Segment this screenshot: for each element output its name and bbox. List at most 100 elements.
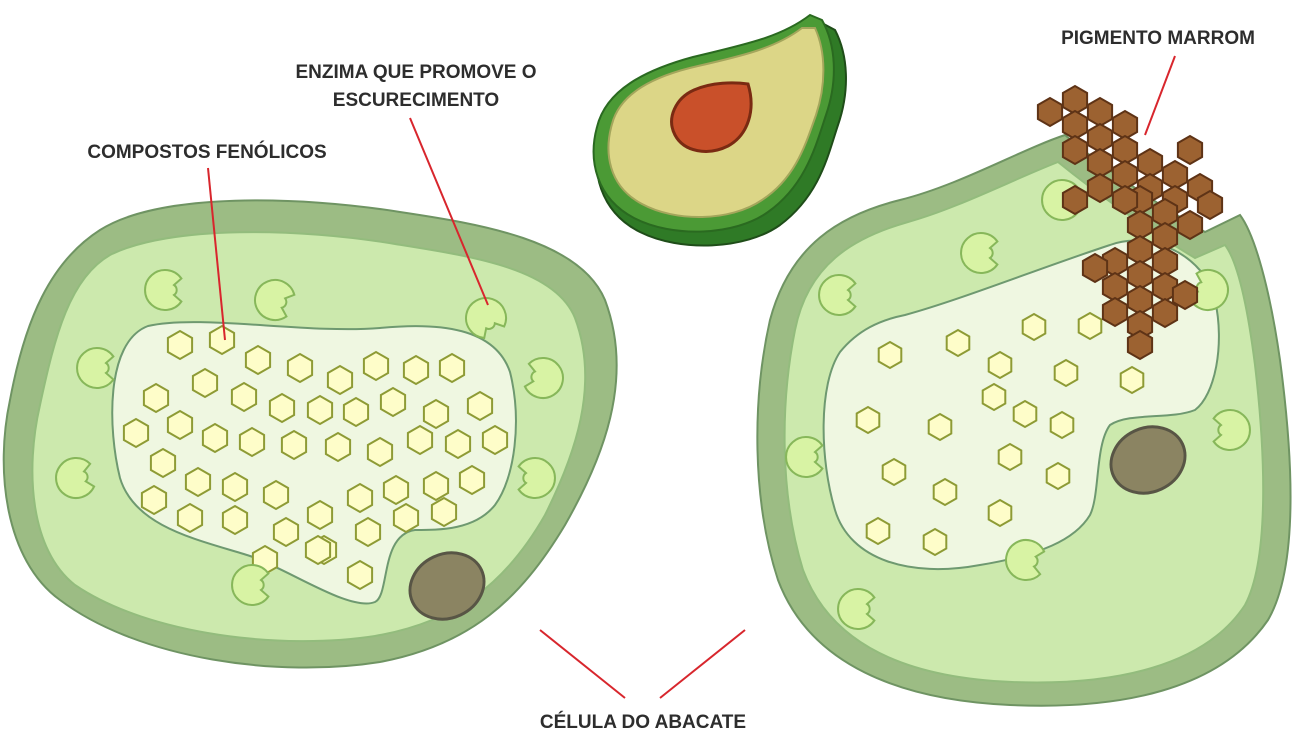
pigment-hexagon (1088, 149, 1112, 177)
phenolic-compound-icon (168, 331, 192, 359)
phenolic-compound-icon (368, 438, 392, 466)
phenolic-compound-icon (124, 419, 148, 447)
phenolic-compound-icon (989, 500, 1012, 526)
pigment-hexagon (1153, 248, 1177, 276)
phenolic-compound-icon (384, 476, 408, 504)
phenolic-compound-icon (924, 529, 947, 555)
phenolic-compound-icon (989, 352, 1012, 378)
phenolic-compound-icon (483, 426, 507, 454)
phenolic-compound-icon (210, 326, 234, 354)
pigment-hexagon (1063, 86, 1087, 114)
label-enzyme-line2: ESCURECIMENTO (333, 90, 499, 111)
pigment-hexagon (1088, 98, 1112, 126)
enzyme-icon (819, 275, 855, 315)
phenolic-compound-icon (246, 346, 270, 374)
enzyme-icon (1214, 410, 1250, 450)
phenolic-compound-icon (857, 407, 880, 433)
phenolic-compound-icon (1023, 314, 1046, 340)
phenolic-compound-icon (348, 561, 372, 589)
phenolic-compound-icon (364, 352, 388, 380)
pigment-hexagon (1063, 111, 1087, 139)
leader-pigment (1145, 56, 1175, 135)
enzyme-icon (232, 565, 268, 605)
phenolic-compound-icon (344, 398, 368, 426)
phenolic-compound-icon (1055, 360, 1078, 386)
pigment-hexagon (1063, 136, 1087, 164)
phenolic-compound-icon (424, 400, 448, 428)
phenolic-compound-icon (274, 518, 298, 546)
phenolic-compound-icon (186, 468, 210, 496)
phenolic-compound-icon (306, 536, 330, 564)
phenolic-compound-icon (203, 424, 227, 452)
phenolic-compound-icon (151, 449, 175, 477)
phenolic-compound-icon (929, 414, 952, 440)
phenolic-compound-icon (348, 484, 372, 512)
pigment-hexagon (1138, 149, 1162, 177)
leader-cell-right (660, 630, 745, 698)
pigment-hexagon (1128, 236, 1152, 264)
phenolic-compound-icon (883, 459, 906, 485)
cell-left (4, 200, 617, 667)
pigment-hexagon (1088, 174, 1112, 202)
avocado-half-icon (594, 15, 846, 246)
phenolic-compound-icon (270, 394, 294, 422)
pigment-hexagon (1113, 186, 1137, 214)
phenolic-compound-icon (867, 518, 890, 544)
phenolic-compound-icon (1079, 313, 1102, 339)
pigment-hexagon (1128, 286, 1152, 314)
phenolic-compound-icon (934, 479, 957, 505)
phenolic-compound-icon (144, 384, 168, 412)
pigment-hexagon (1113, 111, 1137, 139)
pigment-hexagon (1038, 98, 1062, 126)
enzyme-icon (77, 348, 113, 388)
phenolic-compound-icon (1121, 367, 1144, 393)
enzyme-icon (786, 437, 822, 477)
leader-cell-left (540, 630, 625, 698)
pigment-hexagon (1128, 261, 1152, 289)
phenolic-compound-icon (326, 433, 350, 461)
pigment-hexagon (1088, 124, 1112, 152)
phenolic-compound-icon (999, 444, 1022, 470)
label-pigment: PIGMENTO MARROM (1061, 28, 1255, 49)
pigment-hexagon (1113, 136, 1137, 164)
pigment-hexagon (1153, 223, 1177, 251)
phenolic-compound-icon (424, 472, 448, 500)
pigment-hexagon (1178, 136, 1202, 164)
phenolic-compound-icon (308, 396, 332, 424)
phenolic-compound-icon (193, 369, 217, 397)
enzyme-icon (838, 589, 874, 629)
phenolic-compound-icon (1014, 401, 1037, 427)
phenolic-compound-icon (178, 504, 202, 532)
phenolic-compound-icon (408, 426, 432, 454)
phenolic-compound-icon (947, 330, 970, 356)
pigment-hexagon (1063, 186, 1087, 214)
phenolic-compound-icon (308, 501, 332, 529)
phenolic-compound-icon (232, 383, 256, 411)
pigment-hexagon (1153, 299, 1177, 327)
phenolic-compound-icon (460, 466, 484, 494)
phenolic-compound-icon (223, 506, 247, 534)
phenolic-compound-icon (282, 431, 306, 459)
phenolic-compound-icon (240, 428, 264, 456)
enzyme-icon (961, 233, 997, 273)
cell-right (757, 86, 1290, 706)
pigment-hexagon (1128, 331, 1152, 359)
phenolic-compound-icon (468, 392, 492, 420)
label-phenolics: COMPOSTOS FENÓLICOS (87, 141, 326, 163)
phenolic-compound-icon (1047, 463, 1070, 489)
phenolic-compound-icon (142, 486, 166, 514)
enzyme-icon (519, 458, 555, 498)
label-cell: CÉLULA DO ABACATE (540, 711, 746, 733)
phenolic-compound-icon (1051, 412, 1074, 438)
label-enzyme-line1: ENZIMA QUE PROMOVE O (295, 62, 536, 83)
phenolic-compound-icon (223, 473, 247, 501)
pigment-hexagon (1163, 161, 1187, 189)
phenolic-compound-icon (394, 504, 418, 532)
phenolic-compound-icon (983, 384, 1006, 410)
pigment-hexagon (1113, 161, 1137, 189)
phenolic-compound-icon (264, 481, 288, 509)
phenolic-compound-icon (879, 342, 902, 368)
phenolic-compound-icon (404, 356, 428, 384)
phenolic-compound-icon (440, 354, 464, 382)
